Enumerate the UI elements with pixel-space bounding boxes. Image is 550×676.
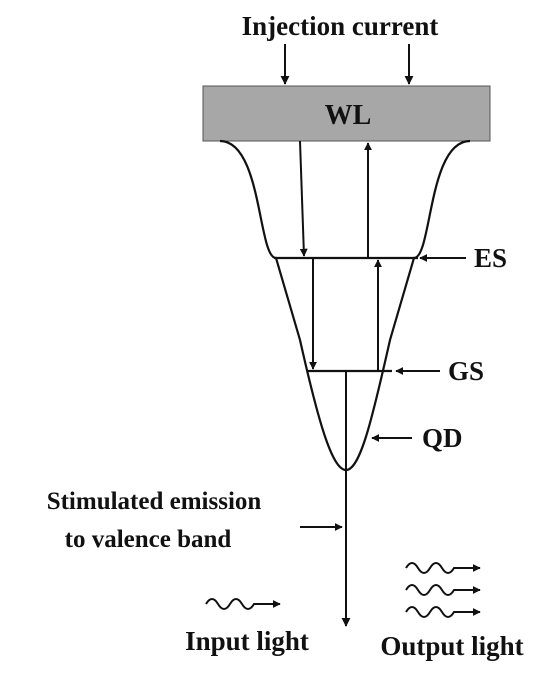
es-label: ES [474,243,507,273]
wl-to-es-capture-arrow [299,140,308,257]
input-light-label: Input light [185,626,309,656]
input-light-wave [205,598,281,610]
output-light-wave-1 [405,562,481,574]
output-light-wave-3 [405,606,481,618]
qd-label: QD [422,423,463,453]
wetting-layer-box [202,85,491,142]
output-light-wave-2 [405,584,481,596]
gs-label: GS [448,356,484,386]
emission-label-line2: to valence band [65,526,232,553]
wetting-layer-label: WL [325,100,372,131]
emission-label-line1: Stimulated emission [47,488,262,515]
output-light-label: Output light [380,631,523,661]
injection-current-title: Injection current [242,11,439,41]
